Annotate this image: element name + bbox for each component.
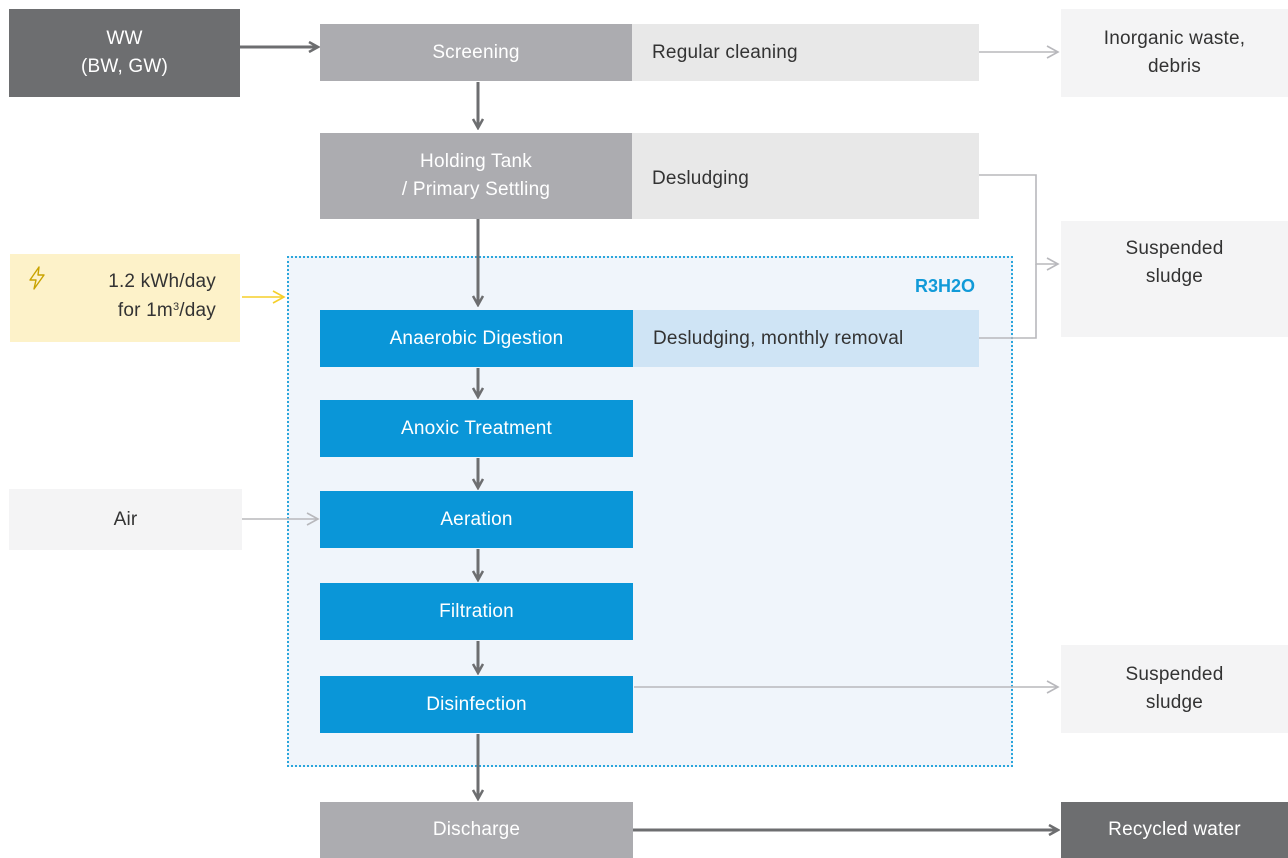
- step-holding-tank-line1: Holding Tank: [420, 151, 532, 173]
- maintenance-regular-cleaning: Regular cleaning: [632, 24, 979, 81]
- output-recycled-water-label: Recycled water: [1108, 819, 1241, 841]
- output-inorganic-waste-line1: Inorganic waste,: [1103, 28, 1246, 50]
- step-filtration: Filtration: [320, 583, 633, 640]
- step-filtration-label: Filtration: [439, 600, 514, 622]
- output-sludge-lower-line2: sludge: [1145, 692, 1204, 713]
- output-inorganic-waste: Inorganic waste, debris: [1061, 9, 1288, 97]
- step-disinfection: Disinfection: [320, 676, 633, 733]
- step-disinfection-label: Disinfection: [426, 693, 527, 715]
- step-anoxic-treatment: Anoxic Treatment: [320, 400, 633, 457]
- step-screening: Screening: [320, 24, 632, 81]
- step-holding-tank: Holding Tank / Primary Settling: [320, 133, 632, 219]
- step-discharge: Discharge: [320, 802, 633, 858]
- step-anaerobic-digestion: Anaerobic Digestion: [320, 310, 633, 367]
- arrow-desludging-to-sludge: [979, 174, 1060, 271]
- input-air: Air: [9, 489, 242, 550]
- step-aeration-label: Aeration: [440, 508, 513, 530]
- output-inorganic-waste-line2: debris: [1148, 56, 1201, 77]
- step-anoxic-treatment-label: Anoxic Treatment: [400, 417, 553, 439]
- maintenance-desludging: Desludging: [632, 133, 979, 219]
- step-aeration: Aeration: [320, 491, 633, 548]
- maintenance-regular-cleaning-label: Regular cleaning: [652, 41, 798, 63]
- output-sludge-lower-line1: Suspended: [1125, 664, 1224, 686]
- output-sludge-upper-line2: sludge: [1145, 265, 1204, 287]
- input-wastewater: WW (BW, GW): [9, 9, 240, 97]
- input-air-label: Air: [113, 508, 138, 530]
- maintenance-monthly-removal-label: Desludging, monthly removal: [653, 327, 904, 349]
- output-suspended-sludge-lower: Suspended sludge: [1061, 645, 1288, 733]
- region-label: R3H2O: [914, 276, 975, 296]
- input-wastewater-line2: (BW, GW): [80, 56, 169, 77]
- input-energy: 1.2 kWh/day for 1m3/day: [10, 254, 240, 342]
- input-energy-line1: 1.2 kWh/day: [108, 271, 216, 292]
- step-screening-label: Screening: [432, 41, 520, 63]
- lightning-icon: [29, 266, 45, 290]
- input-wastewater-line1: WW: [106, 28, 143, 50]
- output-sludge-upper-line1: Suspended: [1125, 238, 1224, 259]
- step-anaerobic-digestion-label: Anaerobic Digestion: [389, 327, 564, 349]
- maintenance-monthly-removal: Desludging, monthly removal: [633, 310, 979, 367]
- arrow-monthly-removal-to-sludge: [979, 264, 1037, 339]
- output-recycled-water: Recycled water: [1061, 802, 1288, 858]
- step-holding-tank-line2: / Primary Settling: [401, 179, 551, 200]
- input-energy-text: 1.2 kWh/day for 1m3/day: [108, 268, 216, 325]
- maintenance-desludging-label: Desludging: [652, 168, 750, 189]
- input-energy-line2: for 1m3/day: [117, 299, 216, 321]
- step-discharge-label: Discharge: [432, 819, 521, 841]
- side-flow-arrows: [242, 45, 1060, 694]
- output-suspended-sludge-upper: Suspended sludge: [1061, 221, 1288, 337]
- main-flow-arrows: [240, 47, 1058, 830]
